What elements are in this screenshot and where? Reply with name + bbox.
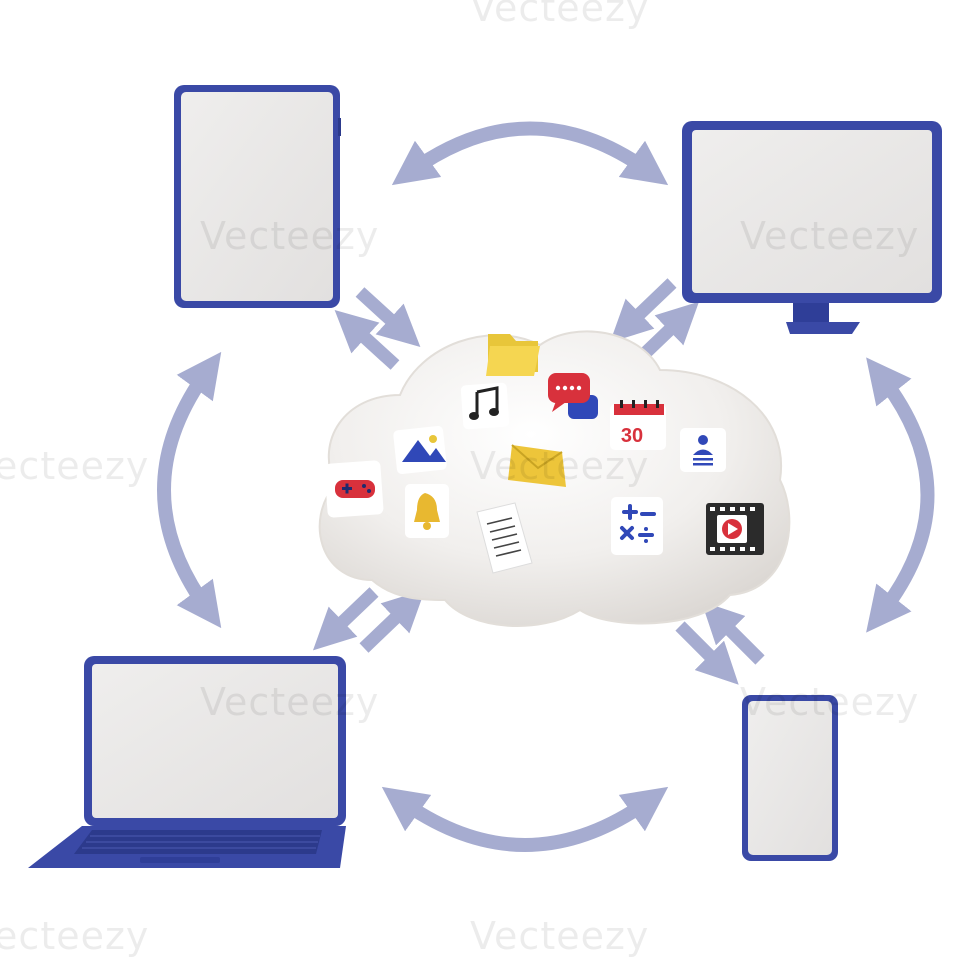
chat-icon [548,373,598,419]
arrow-monitor-to-cloud [609,278,677,343]
tablet-screen [181,92,333,301]
video-icon [706,503,764,555]
folder-icon [486,334,540,376]
device-sync-arrows [157,121,935,852]
monitor-device [682,121,942,334]
arrow-cloud-to-tablet [334,309,400,370]
arrow-tablet-to-cloud [355,287,421,348]
bell-icon [405,484,449,538]
laptop-device [28,656,346,868]
image-icon [393,426,447,474]
laptop-keys [82,835,320,849]
calculator-icon [611,497,663,555]
arrow-tablet-monitor [391,121,669,186]
user-icon [680,428,726,472]
monitor-stand [793,303,829,325]
music-icon [460,382,510,430]
document-icon [476,502,533,574]
cloud-exchange-arrows [312,278,765,685]
arrow-cloud-to-laptop [312,587,379,651]
gamepad-icon [324,460,384,518]
arrow-laptop-to-cloud [359,589,426,653]
arrow-monitor-phone [866,357,935,633]
arrow-tablet-laptop [157,351,222,629]
calendar-day-text: 30 [621,425,643,447]
arrow-laptop-phone [381,786,669,852]
phone-screen [748,701,832,855]
tablet-button [338,118,341,136]
laptop-screen [92,664,338,818]
monitor-screen [692,130,932,293]
tablet-device [174,85,341,308]
arrow-cloud-to-phone [675,621,739,685]
arrow-phone-to-cloud [701,601,765,665]
phone-device [742,695,838,861]
calendar-icon: 30 [610,400,666,450]
laptop-trackpad [140,857,220,863]
monitor-base [786,322,860,334]
envelope-icon [508,444,566,487]
